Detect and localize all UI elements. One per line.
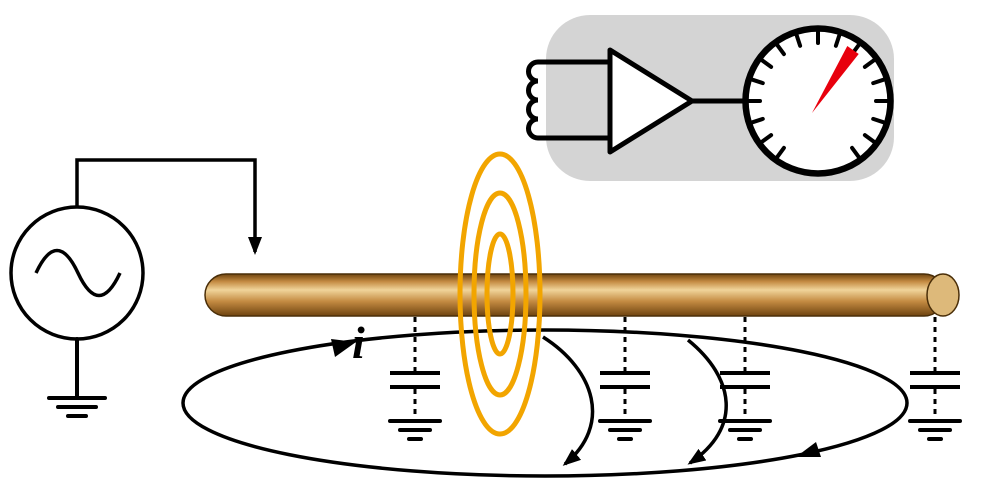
meter-needle-icon [812, 46, 859, 113]
current-label: i [352, 317, 365, 368]
displacement-current-arrow-1 [542, 335, 595, 466]
displacement-current-arrow-2 [686, 338, 728, 465]
current-probe-coil-icon [457, 151, 543, 437]
source-ground-icon [47, 337, 107, 418]
meter-gauge-icon [742, 25, 894, 177]
inductor-icon [526, 59, 610, 141]
sine-wave-icon [34, 249, 122, 297]
conductor-rod [204, 273, 960, 317]
loop-arrowhead-top [331, 339, 356, 357]
ground-icon [388, 419, 442, 441]
loop-arrowhead-bottom [796, 442, 821, 457]
capacitor-3 [718, 317, 772, 441]
ground-icon [908, 419, 962, 441]
capacitor-1 [388, 317, 442, 441]
ac-source-icon [9, 205, 145, 341]
rod-end-cap [926, 273, 960, 317]
capacitor-4 [908, 317, 962, 441]
ground-icon [718, 419, 772, 441]
feed-wire [75, 158, 262, 255]
current-loop [181, 328, 909, 478]
instrument-panel [526, 15, 894, 181]
capacitor-2 [598, 317, 652, 441]
ground-icon [598, 419, 652, 441]
amplifier-icon [607, 47, 748, 155]
meter-ticks [747, 30, 889, 159]
